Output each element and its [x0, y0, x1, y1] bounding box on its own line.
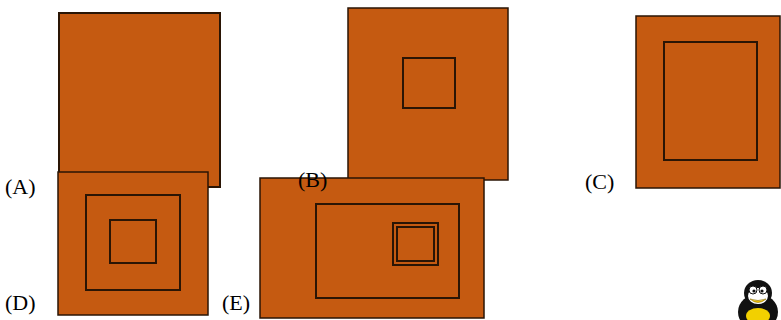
square-c: [636, 16, 780, 188]
inner-square: [397, 227, 434, 261]
penguin-mascot: [738, 280, 778, 320]
option-letter: (A): [5, 174, 36, 199]
option-letter: (D): [5, 290, 36, 315]
inner-square: [664, 42, 757, 160]
inner-square: [403, 58, 455, 108]
option-slot: (D): [5, 292, 36, 314]
inner-square: [110, 220, 156, 263]
inner-square: [393, 223, 438, 265]
square-d: [58, 172, 208, 315]
option-slot: (E): [222, 292, 250, 314]
option-slot: (C): [585, 171, 614, 193]
option-letter: (C): [585, 169, 614, 194]
option-slot: (A): [5, 176, 36, 198]
option-letter: (E): [222, 290, 250, 315]
square-b: [348, 8, 508, 180]
option-slot: (B): [298, 169, 327, 191]
option-letter: (B): [298, 167, 327, 192]
square-a: [59, 13, 220, 187]
square-e: [260, 178, 484, 318]
middle-square: [316, 204, 459, 298]
middle-square: [86, 195, 180, 290]
